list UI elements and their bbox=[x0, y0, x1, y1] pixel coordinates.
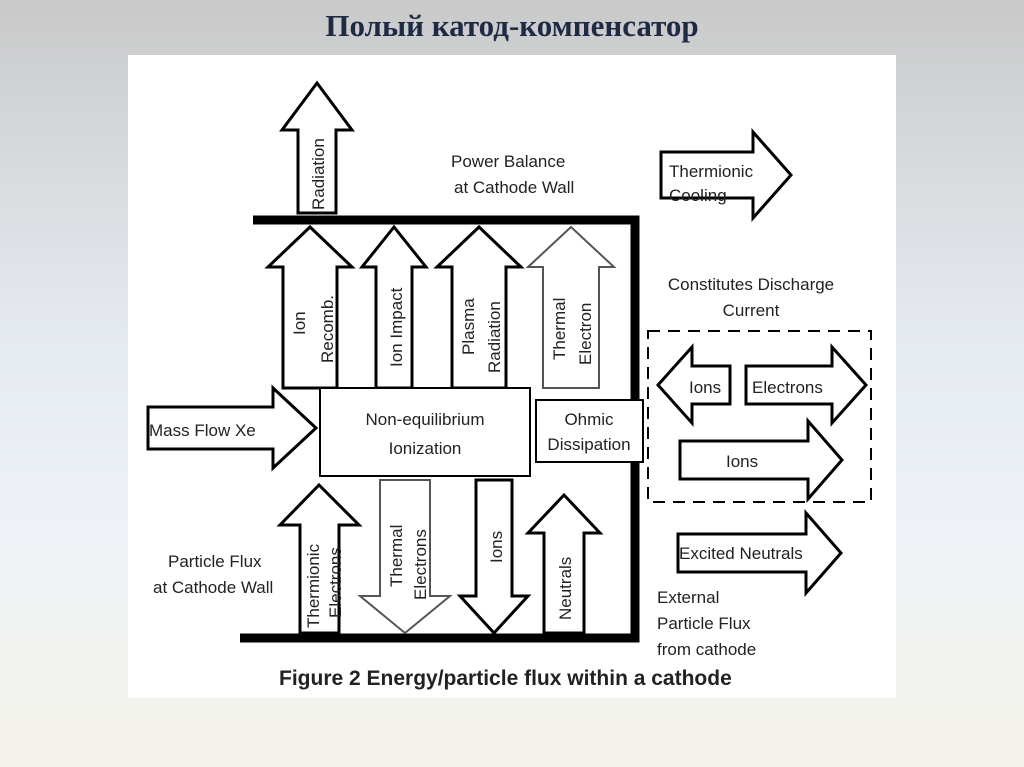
svg-text:Plasma: Plasma bbox=[459, 298, 478, 355]
thermionic-electrons-arrow: Thermionic Electrons bbox=[276, 482, 363, 635]
svg-text:Electrons: Electrons bbox=[326, 547, 345, 618]
svg-text:at Cathode Wall: at Cathode Wall bbox=[454, 178, 574, 197]
svg-text:Ohmic: Ohmic bbox=[564, 410, 614, 429]
svg-text:Ionization: Ionization bbox=[389, 439, 462, 458]
svg-text:Mass Flow Xe: Mass Flow Xe bbox=[149, 421, 256, 440]
discharge-current-label: Constitutes Discharge Current bbox=[668, 275, 834, 320]
svg-text:at Cathode Wall: at Cathode Wall bbox=[153, 578, 273, 597]
svg-text:Non-equilibrium: Non-equilibrium bbox=[365, 410, 484, 429]
svg-text:Electron: Electron bbox=[576, 303, 595, 365]
flux-diagram: Radiation Power Balance at Cathode Wall … bbox=[146, 80, 872, 690]
svg-text:Electrons: Electrons bbox=[411, 529, 430, 600]
radiation-label: Radiation bbox=[309, 138, 328, 210]
external-flux-label: External Particle Flux from cathode bbox=[657, 588, 756, 659]
mass-flow-arrow: Mass Flow Xe bbox=[146, 384, 319, 472]
svg-text:Neutrals: Neutrals bbox=[556, 557, 575, 620]
ionization-box: Non-equilibrium Ionization bbox=[319, 387, 531, 477]
svg-text:Power Balance: Power Balance bbox=[451, 152, 565, 171]
svg-text:Cooling: Cooling bbox=[669, 186, 727, 205]
thermionic-cooling-arrow: Thermionic Cooling bbox=[659, 128, 794, 222]
thermal-electrons-arrow: Thermal Electrons bbox=[357, 479, 453, 635]
svg-text:Particle Flux: Particle Flux bbox=[168, 552, 262, 571]
svg-text:Ion: Ion bbox=[290, 311, 309, 335]
svg-text:Ions: Ions bbox=[689, 378, 721, 397]
svg-text:Thermionic: Thermionic bbox=[304, 543, 323, 628]
neutrals-arrow: Neutrals bbox=[524, 492, 604, 635]
svg-text:Dissipation: Dissipation bbox=[547, 435, 630, 454]
svg-text:from cathode: from cathode bbox=[657, 640, 756, 659]
svg-text:Thermal: Thermal bbox=[550, 298, 569, 360]
svg-text:Recomb.: Recomb. bbox=[318, 295, 337, 363]
figure-caption: Figure 2 Energy/particle flux within a c… bbox=[279, 667, 732, 690]
cathode-flux-figure: Radiation Power Balance at Cathode Wall … bbox=[128, 55, 896, 698]
svg-text:Ions: Ions bbox=[487, 531, 506, 563]
svg-text:Constitutes Discharge: Constitutes Discharge bbox=[668, 275, 834, 294]
ions-right-arrow: Ions bbox=[678, 416, 844, 504]
svg-text:Radiation: Radiation bbox=[485, 301, 504, 373]
radiation-arrow: Radiation bbox=[279, 80, 355, 215]
svg-text:Thermionic: Thermionic bbox=[669, 162, 754, 181]
svg-text:Excited Neutrals: Excited Neutrals bbox=[679, 544, 803, 563]
svg-text:Electrons: Electrons bbox=[752, 378, 823, 397]
svg-text:Ion Impact: Ion Impact bbox=[387, 287, 406, 367]
ions-left-arrow: Ions bbox=[655, 343, 732, 427]
ohmic-dissipation-box: Ohmic Dissipation bbox=[535, 399, 644, 463]
ions-down-arrow: Ions bbox=[456, 478, 532, 636]
plasma-radiation-arrow: Plasma Radiation bbox=[433, 224, 525, 390]
slide-title: Полый катод-компенсатор bbox=[325, 8, 699, 43]
discharge-current-box bbox=[647, 330, 872, 503]
ion-recomb-arrow: Ion Recomb. bbox=[264, 224, 356, 390]
svg-text:Thermal: Thermal bbox=[387, 525, 406, 587]
power-balance-label: Power Balance at Cathode Wall bbox=[451, 152, 574, 197]
svg-text:Current: Current bbox=[723, 301, 780, 320]
svg-text:Particle Flux: Particle Flux bbox=[657, 614, 751, 633]
electrons-right-arrow: Electrons bbox=[744, 343, 869, 427]
thermal-electron-arrow: Thermal Electron bbox=[525, 225, 617, 389]
svg-text:Ions: Ions bbox=[726, 452, 758, 471]
ion-impact-arrow: Ion Impact bbox=[358, 224, 430, 390]
particle-flux-label: Particle Flux at Cathode Wall bbox=[153, 552, 273, 597]
excited-neutrals-arrow: Excited Neutrals bbox=[676, 509, 843, 597]
svg-text:External: External bbox=[657, 588, 719, 607]
